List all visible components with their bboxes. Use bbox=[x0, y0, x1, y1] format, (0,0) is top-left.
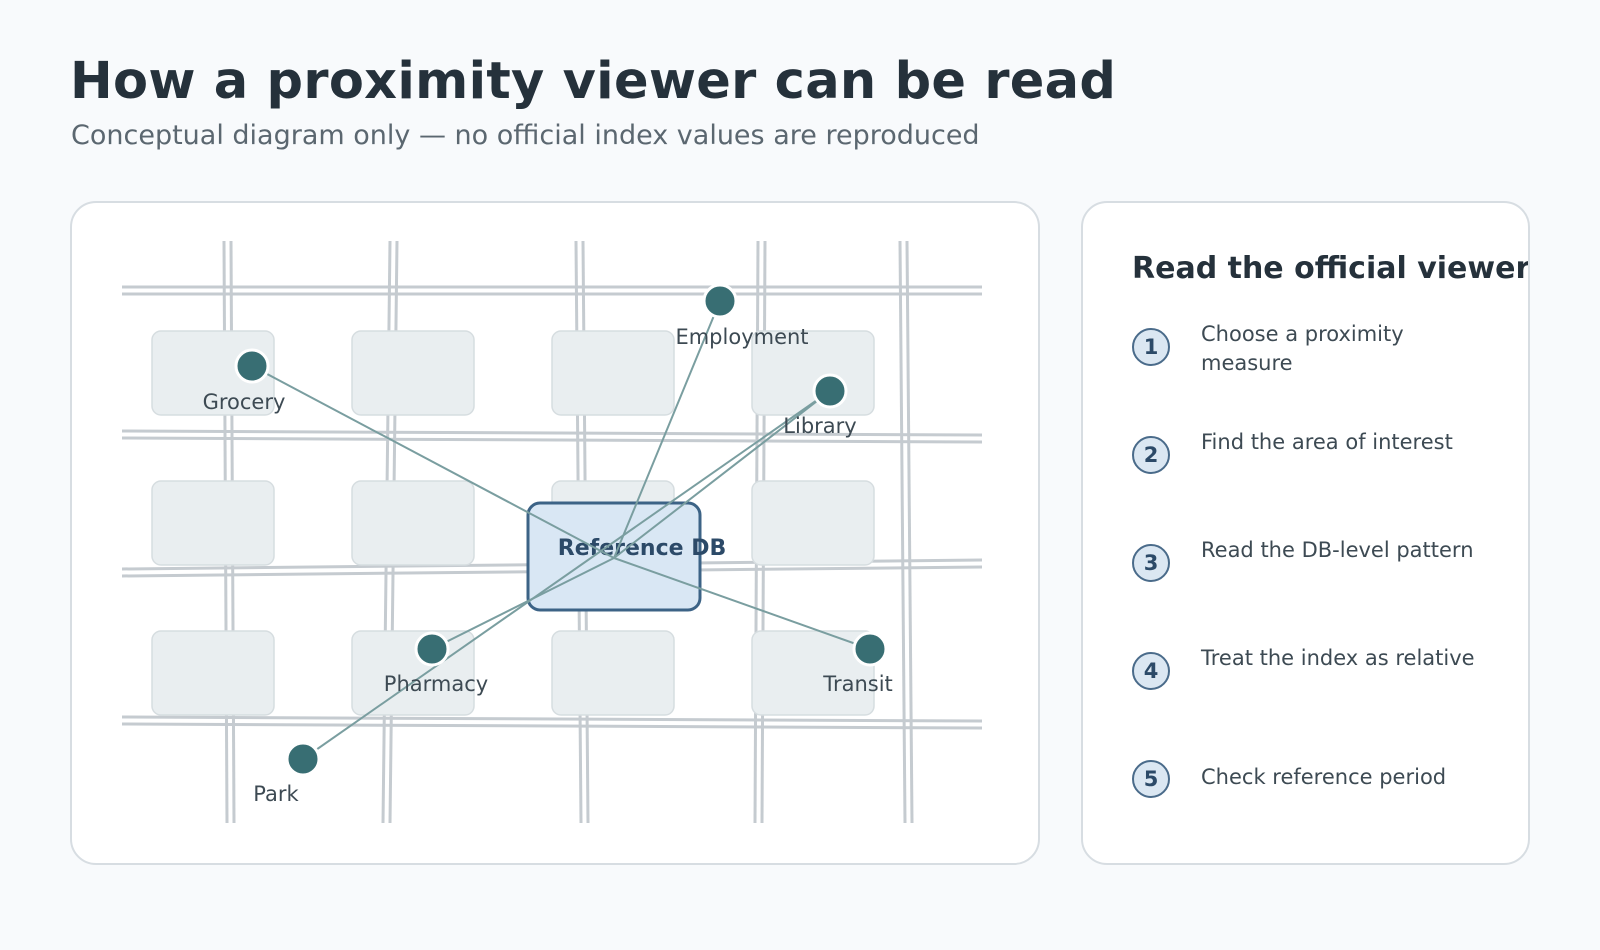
node-employment bbox=[702, 283, 738, 319]
city-block bbox=[351, 330, 475, 416]
step-text: Choose a proximity measure bbox=[1201, 322, 1404, 375]
link-pharmacy bbox=[431, 557, 615, 650]
diagram-panel: Reference DB Grocery Employment Library … bbox=[70, 201, 1040, 865]
proximity-links bbox=[251, 300, 871, 760]
link-grocery bbox=[251, 365, 615, 559]
step-text: Treat the index as relative bbox=[1201, 646, 1475, 670]
node-library bbox=[812, 373, 848, 409]
step-number-badge: 2 bbox=[1132, 436, 1170, 474]
city-block bbox=[151, 480, 275, 566]
node-park bbox=[285, 741, 321, 777]
steps-title: Read the official viewer bbox=[1132, 251, 1530, 286]
page-title: How a proximity viewer can be read bbox=[70, 52, 1117, 111]
node-pharmacy bbox=[414, 631, 450, 667]
step-text: Find the area of interest bbox=[1201, 430, 1453, 454]
link-transit bbox=[613, 557, 871, 650]
city-block bbox=[551, 630, 675, 716]
city-block bbox=[551, 330, 675, 416]
step-text: Check reference period bbox=[1201, 765, 1447, 789]
node-transit bbox=[852, 631, 888, 667]
page-subtitle: Conceptual diagram only — no official in… bbox=[71, 120, 980, 151]
step-number-badge: 5 bbox=[1132, 760, 1170, 798]
step-number-badge: 1 bbox=[1132, 328, 1170, 366]
label-grocery: Grocery bbox=[203, 390, 286, 414]
destination-nodes bbox=[234, 283, 888, 777]
step-number-badge: 4 bbox=[1132, 652, 1170, 690]
label-library: Library bbox=[783, 414, 856, 438]
label-employment: Employment bbox=[675, 325, 808, 349]
label-park: Park bbox=[253, 782, 299, 806]
reference-db-label: Reference DB bbox=[558, 536, 726, 561]
step-number-badge: 3 bbox=[1132, 544, 1170, 582]
label-transit: Transit bbox=[822, 672, 893, 696]
label-pharmacy: Pharmacy bbox=[384, 672, 488, 696]
link-employment bbox=[613, 300, 721, 559]
proximity-diagram: Reference DB Grocery Employment Library … bbox=[121, 240, 983, 824]
city-block bbox=[151, 630, 275, 716]
steps-panel: Read the official viewer 1 Choose a prox… bbox=[1081, 201, 1530, 865]
destination-labels: Grocery Employment Library Pharmacy Tran… bbox=[203, 325, 893, 806]
city-block bbox=[351, 480, 475, 566]
node-grocery bbox=[234, 348, 270, 384]
link-park bbox=[302, 390, 831, 760]
city-blocks bbox=[151, 330, 875, 716]
link-library bbox=[613, 390, 831, 559]
step-text: Read the DB-level pattern bbox=[1201, 538, 1474, 562]
city-block bbox=[751, 480, 875, 566]
city-block bbox=[751, 630, 875, 716]
